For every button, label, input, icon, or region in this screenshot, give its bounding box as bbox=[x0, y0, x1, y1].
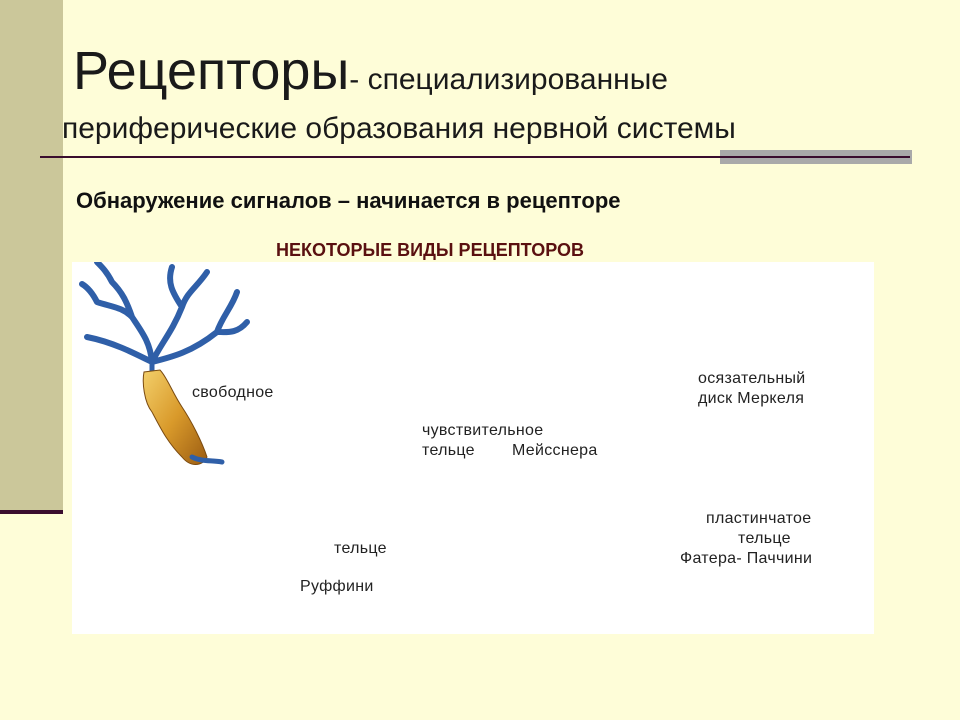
label-pacini-3: Фатера- Паччини bbox=[680, 550, 812, 568]
title-sub: - специализированные bbox=[349, 63, 668, 96]
label-pacini-2: тельце bbox=[738, 530, 791, 548]
title-rule bbox=[40, 156, 910, 158]
side-bar bbox=[0, 0, 63, 512]
label-ruffini-2: Руффини bbox=[300, 578, 374, 596]
subtitle: Обнаружение сигналов – начинается в реце… bbox=[76, 188, 621, 214]
side-bar-line bbox=[0, 510, 63, 514]
label-meissner-2: тельце bbox=[422, 442, 475, 460]
label-free: свободное bbox=[192, 384, 274, 402]
receptor-illustration-panel: свободное чувствительное тельце Мейсснер… bbox=[72, 262, 874, 634]
label-merkel-2: диск Меркеля bbox=[698, 390, 804, 408]
free-nerve-ending-drawing bbox=[82, 262, 247, 465]
title-line-2: периферические образования нервной систе… bbox=[62, 112, 736, 146]
label-pacini-1: пластинчатое bbox=[706, 510, 811, 528]
label-merkel-1: осязательный bbox=[698, 370, 806, 388]
panel-caption: НЕКОТОРЫЕ ВИДЫ РЕЦЕПТОРОВ bbox=[276, 240, 584, 261]
slide-title: Рецепторы- специализированные bbox=[73, 40, 668, 102]
label-ruffini-1: тельце bbox=[334, 540, 387, 558]
label-meissner-1: чувствительное bbox=[422, 422, 543, 440]
title-main-word: Рецепторы bbox=[73, 41, 349, 101]
label-meissner-3: Мейсснера bbox=[512, 442, 598, 460]
